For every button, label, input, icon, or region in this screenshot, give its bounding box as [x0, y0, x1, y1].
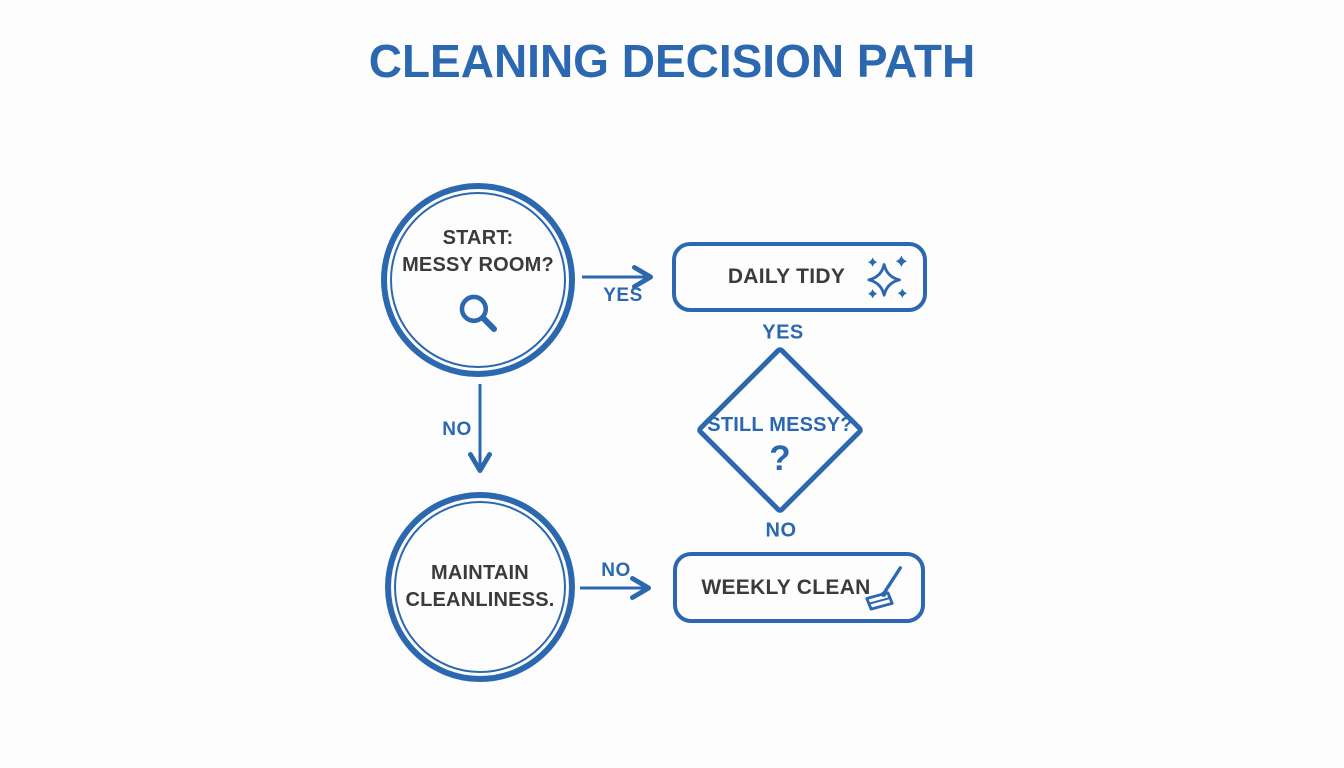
- edge-label-daily-tidy-to-still-messy: YES: [762, 321, 804, 344]
- start-node-label: START: MESSY ROOM?: [402, 225, 554, 279]
- start-node-line2: MESSY ROOM?: [402, 254, 554, 276]
- daily-tidy-label: DAILY TIDY: [727, 265, 846, 288]
- edge-label-start-to-maintain: NO: [442, 419, 472, 440]
- maintain-node: MAINTAIN CLEANLINESS.: [385, 492, 575, 682]
- broom-icon: [865, 565, 903, 611]
- question-mark-symbol: ?: [769, 439, 791, 478]
- weekly-clean-node: WEEKLY CLEAN: [673, 552, 925, 623]
- still-messy-text: STILL MESSY? ?: [680, 414, 880, 478]
- edge-label-maintain-to-weekly-clean: NO: [601, 560, 631, 581]
- edge-label-still-messy-to-weekly-clean: NO: [765, 519, 797, 542]
- edge-label-start-to-daily-tidy: YES: [603, 285, 643, 306]
- page-title: CLEANING DECISION PATH: [368, 35, 976, 87]
- start-node: START: MESSY ROOM?: [381, 183, 575, 377]
- daily-tidy-node: DAILY TIDY: [672, 242, 927, 312]
- maintain-node-line1: MAINTAIN: [431, 562, 529, 584]
- start-node-line1: START:: [442, 227, 514, 249]
- maintain-node-label: MAINTAIN CLEANLINESS.: [405, 560, 554, 614]
- still-messy-label: STILL MESSY?: [707, 414, 853, 436]
- maintain-node-inner-ring: MAINTAIN CLEANLINESS.: [394, 501, 566, 673]
- start-node-inner-ring: START: MESSY ROOM?: [390, 192, 566, 368]
- maintain-node-line2: CLEANLINESS.: [405, 589, 555, 611]
- magnifier-icon: [459, 294, 498, 333]
- sparkles-icon: [867, 255, 908, 299]
- weekly-clean-label: WEEKLY CLEAN: [701, 575, 871, 599]
